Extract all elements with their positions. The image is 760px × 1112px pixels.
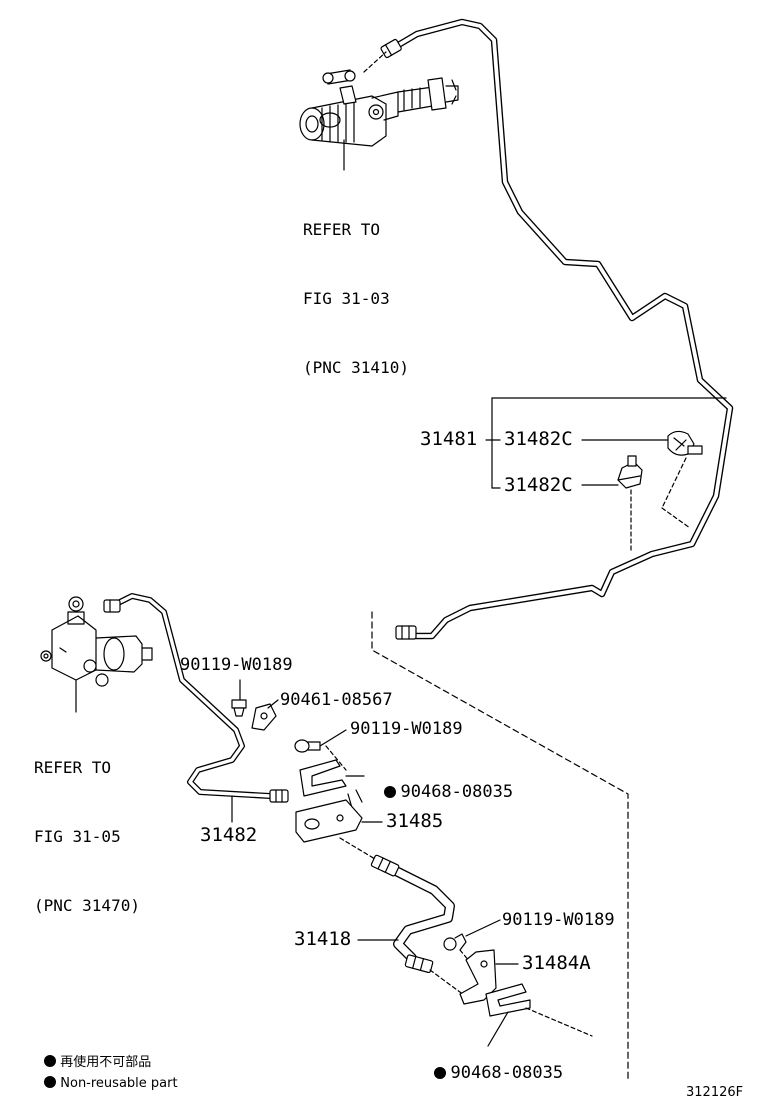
reference-upper-line-1: REFER TO	[303, 220, 381, 239]
part-label-90119-w0189-c[interactable]: 90119-W0189	[502, 910, 615, 930]
part-label-31484a[interactable]: 31484A	[522, 952, 591, 974]
reference-lower-line-3: (PNC 31470)	[34, 896, 140, 915]
part-label-90468-08035-b[interactable]: 90468-08035	[414, 1048, 563, 1082]
part-label-31481[interactable]: 31481	[420, 428, 478, 450]
tube-clip-31482c-lower	[617, 455, 643, 553]
reference-upper-line-2: FIG 31-03	[303, 289, 390, 308]
bracket-31485	[295, 799, 383, 863]
clip-90468-a	[299, 759, 365, 809]
legend-en-text: Non-reusable part	[60, 1076, 178, 1091]
reference-upper-line-3: (PNC 31410)	[303, 358, 409, 377]
bolt-90119-b	[294, 729, 347, 771]
part-label-31418[interactable]: 31418	[294, 928, 352, 950]
bracket-90461	[251, 699, 279, 731]
clip-90468-b	[485, 983, 593, 1047]
part-label-31482c-lower[interactable]: 31482C	[504, 474, 573, 496]
figure-code: 312126F	[686, 1085, 744, 1100]
part-label-90461-08567[interactable]: 90461-08567	[280, 690, 393, 710]
bolt-90119-c	[443, 919, 501, 963]
legend-en: Non-reusable part	[36, 1063, 178, 1090]
clutch-master-cylinder	[299, 69, 459, 171]
part-number: 90468-08035	[400, 782, 514, 802]
flexible-hose-31418	[357, 854, 469, 999]
part-label-31485[interactable]: 31485	[386, 810, 444, 832]
part-label-90119-w0189-b[interactable]: 90119-W0189	[350, 719, 463, 739]
legend-jp: 再使用不可部品	[36, 1042, 151, 1069]
legend-dot-icon	[44, 1055, 57, 1067]
clutch-release-cylinder	[40, 596, 153, 713]
part-label-31482c-upper[interactable]: 31482C	[504, 428, 573, 450]
assembly-boundary	[371, 611, 629, 1083]
tube-clip-31482c-upper	[661, 430, 703, 529]
legend-jp-text: 再使用不可部品	[60, 1055, 152, 1070]
leader-31481-group	[485, 397, 727, 489]
reference-lower: REFER TO FIG 31-05 (PNC 31470)	[34, 710, 140, 940]
bolt-90119-a	[231, 679, 247, 717]
part-label-31482[interactable]: 31482	[200, 824, 258, 846]
legend-dot-icon	[44, 1076, 57, 1088]
reference-lower-line-1: REFER TO	[34, 758, 112, 777]
reference-lower-line-2: FIG 31-05	[34, 827, 121, 846]
reference-upper: REFER TO FIG 31-03 (PNC 31410)	[303, 172, 409, 402]
bracket-31484a	[459, 949, 519, 1005]
part-label-90119-w0189-a[interactable]: 90119-W0189	[180, 655, 293, 675]
part-label-90468-08035-a[interactable]: 90468-08035	[364, 767, 513, 801]
non-reusable-marker	[384, 786, 397, 798]
part-number: 90468-08035	[450, 1063, 564, 1083]
flexible-tube-31482	[103, 593, 289, 823]
clutch-release-tube	[363, 18, 734, 640]
non-reusable-marker	[434, 1067, 447, 1079]
